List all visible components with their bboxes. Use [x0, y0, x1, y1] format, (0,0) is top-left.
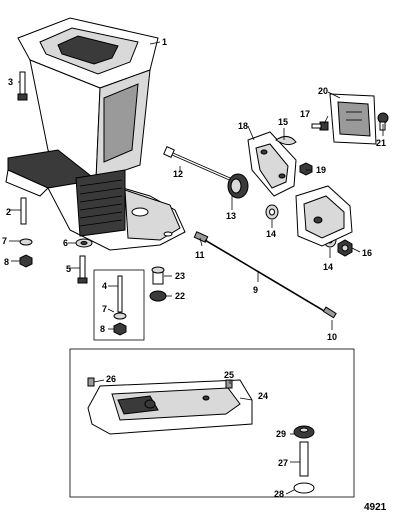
callout-4: 4	[102, 281, 107, 291]
callout-9: 9	[253, 285, 258, 295]
callout-5: 5	[66, 264, 71, 274]
callout-23: 23	[175, 271, 185, 281]
plate-24	[87, 379, 253, 435]
callout-26: 26	[106, 374, 116, 384]
clip-15	[275, 136, 297, 146]
housing-grille	[79, 179, 123, 227]
pin-25	[225, 379, 233, 389]
callout-7-box: 7	[102, 304, 107, 314]
washer-7-left	[19, 238, 33, 246]
nut-8-box	[113, 322, 127, 336]
callout-21: 21	[376, 138, 386, 148]
callout-18: 18	[238, 121, 248, 131]
callout-19: 19	[316, 165, 326, 175]
fitting-11	[193, 231, 209, 243]
driveshaft-housing	[5, 17, 186, 251]
callout-3: 3	[8, 77, 13, 87]
callout-27: 27	[278, 458, 288, 468]
screw-21	[377, 112, 389, 131]
leader-lines	[9, 41, 384, 495]
bolt-3	[17, 71, 28, 101]
callout-6: 6	[63, 238, 68, 248]
callout-10: 10	[327, 332, 337, 342]
plate-20	[329, 93, 377, 145]
grommet-22	[149, 290, 167, 302]
callout-1: 1	[162, 37, 167, 47]
callout-24: 24	[258, 391, 268, 401]
nut-8-left	[19, 254, 33, 268]
callout-2: 2	[6, 207, 11, 217]
callout-16: 16	[362, 248, 372, 258]
subassembly-box	[93, 269, 145, 341]
callout-22: 22	[175, 291, 185, 301]
callout-20: 20	[318, 86, 328, 96]
callout-8-left: 8	[4, 257, 9, 267]
callout-28: 28	[274, 489, 284, 499]
coupler-13	[227, 173, 249, 199]
bracket-18	[247, 131, 297, 197]
oring-28	[293, 482, 315, 494]
callout-11: 11	[195, 250, 205, 260]
stud-4	[117, 275, 123, 313]
tube-27	[299, 441, 309, 477]
fitting-10	[322, 306, 337, 319]
screw-17	[311, 121, 329, 131]
callout-25: 25	[224, 370, 234, 380]
bolt-5	[77, 255, 88, 284]
callout-13: 13	[226, 211, 236, 221]
callout-17: 17	[300, 109, 310, 119]
callout-12: 12	[173, 169, 183, 179]
callout-8-box: 8	[100, 324, 105, 334]
stud-2	[20, 197, 27, 225]
callout-7-left: 7	[2, 236, 7, 246]
callout-29: 29	[276, 429, 286, 439]
shift-rod-9	[204, 239, 327, 313]
nut-19	[299, 162, 313, 176]
lower-inset-box	[69, 348, 355, 498]
figure-number: 4921	[364, 502, 387, 513]
callout-14-upper: 14	[266, 229, 276, 239]
pin-26	[87, 377, 95, 387]
callout-14-lower: 14	[323, 262, 333, 272]
shift-lever-casting	[295, 185, 353, 247]
callout-labels: 1 2 3 4 5 6 7 7 8 8 9 10 11 12 13 14 14 …	[2, 37, 386, 499]
callout-15: 15	[278, 117, 288, 127]
bushing-23	[151, 266, 165, 285]
washer-7-box	[113, 312, 127, 320]
